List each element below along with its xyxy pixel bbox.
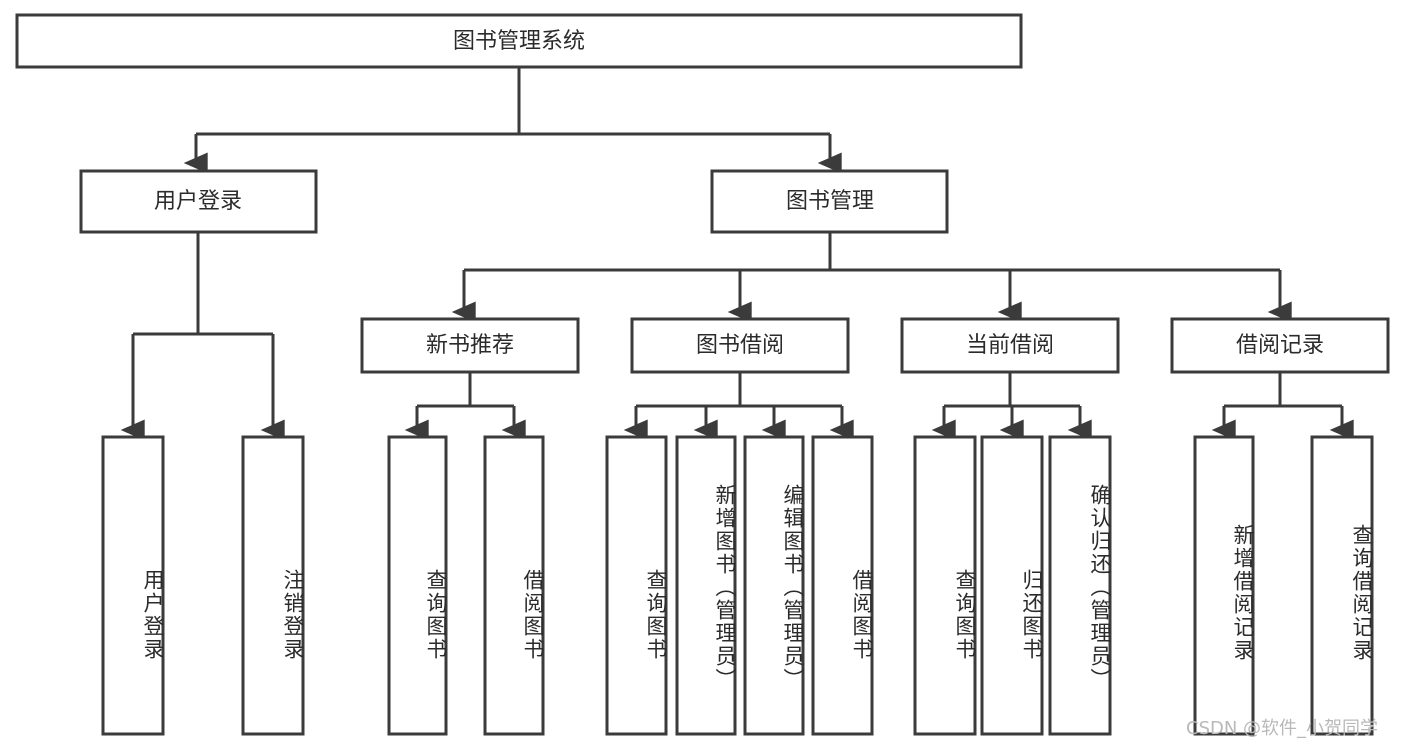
node-current-borrow-label: 当前借阅 xyxy=(966,333,1054,358)
node-new-book-recommend[interactable]: 新书推荐 xyxy=(360,317,580,374)
node-book-management[interactable]: 图书管理 xyxy=(710,169,949,234)
node-leaf-add-record[interactable] xyxy=(1193,435,1255,736)
leaf-rects xyxy=(101,435,1374,736)
node-leaf-borrow-book-1[interactable] xyxy=(483,435,545,736)
connector-newbook-to-leaves xyxy=(404,372,526,441)
connector-bookmgmt-to-level3 xyxy=(451,232,1292,323)
node-new-book-recommend-label: 新书推荐 xyxy=(426,333,514,358)
connector-current-to-leaves xyxy=(931,372,1092,441)
node-leaf-query-book-3[interactable] xyxy=(913,435,977,736)
node-root-label: 图书管理系统 xyxy=(453,29,585,54)
node-borrow-records-label: 借阅记录 xyxy=(1236,333,1324,358)
node-leaf-edit-book-admin[interactable] xyxy=(743,435,805,736)
node-current-borrow[interactable]: 当前借阅 xyxy=(900,317,1120,374)
node-book-borrow-label: 图书借阅 xyxy=(696,333,784,358)
node-leaf-borrow-book-2[interactable] xyxy=(811,435,874,736)
connector-userlogin-to-leaves xyxy=(120,232,285,441)
node-leaf-confirm-return-admin[interactable] xyxy=(1048,435,1112,736)
connector-borrow-to-leaves xyxy=(623,372,854,441)
connector-records-to-leaves xyxy=(1211,372,1354,441)
node-root[interactable]: 图书管理系统 xyxy=(15,13,1023,69)
node-book-management-label: 图书管理 xyxy=(786,189,874,214)
node-leaf-query-book-2[interactable] xyxy=(605,435,668,736)
node-leaf-logout[interactable] xyxy=(241,435,305,736)
node-user-login-label: 用户登录 xyxy=(154,189,242,214)
node-leaf-query-record[interactable] xyxy=(1310,435,1374,736)
node-leaf-add-book-admin[interactable] xyxy=(675,435,737,736)
node-book-borrow[interactable]: 图书借阅 xyxy=(630,317,850,374)
watermark-text: CSDN @软件_小贺同学 xyxy=(1186,718,1379,739)
node-leaf-user-login[interactable] xyxy=(101,435,165,736)
node-borrow-records[interactable]: 借阅记录 xyxy=(1170,317,1390,374)
connector-root-to-level2 xyxy=(183,67,842,174)
node-leaf-query-book-1[interactable] xyxy=(387,435,448,736)
node-user-login[interactable]: 用户登录 xyxy=(79,169,318,234)
node-leaf-return-book[interactable] xyxy=(980,435,1044,736)
